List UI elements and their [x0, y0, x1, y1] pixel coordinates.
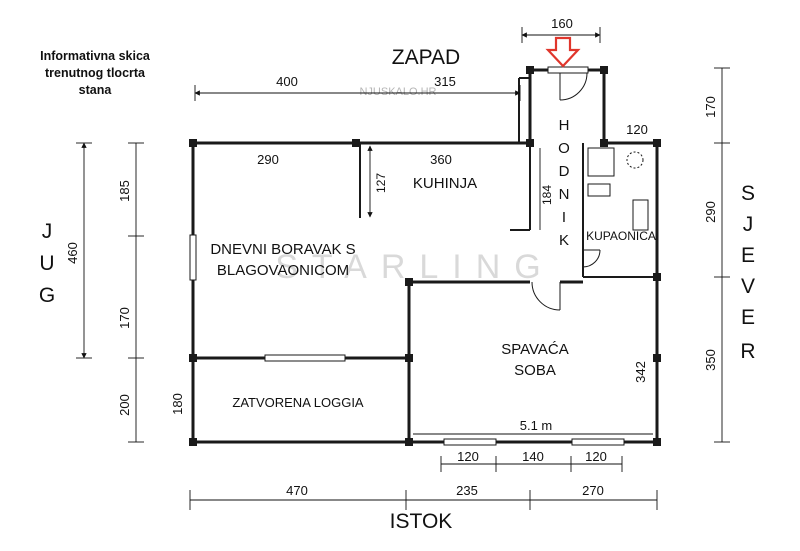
room-kitchen: KUHINJA: [413, 175, 477, 192]
room-hallway-letter: D: [559, 163, 570, 180]
room-hallway-letter: I: [562, 209, 566, 226]
dim-bath-width: 120: [626, 122, 648, 137]
dim-top-entry: 160: [551, 16, 573, 31]
compass-labels: ZAPAD ISTOK J U G S J E V E R: [39, 46, 756, 533]
bathroom-fixtures: [587, 147, 649, 231]
compass-north-letter: E: [741, 306, 755, 329]
dim-bedroom-width: 5.1 m: [520, 418, 553, 433]
wall-posts: [189, 66, 661, 446]
dim-top-right: 315: [434, 74, 456, 89]
dim-window-2: 120: [585, 449, 607, 464]
dim-left-3: 200: [117, 394, 132, 416]
dim-kitchen-top: 360: [430, 152, 452, 167]
room-bedroom-line1: SPAVAĆA: [501, 341, 569, 358]
dim-bottom-1: 470: [286, 483, 308, 498]
compass-south-letter: U: [39, 252, 54, 275]
dim-top-left: 400: [276, 74, 298, 89]
dim-bottom-2: 235: [456, 483, 478, 498]
dim-hall-depth: 184: [540, 185, 554, 205]
compass-north-letter: S: [741, 182, 755, 205]
dimension-labels: 160 400 315 290 360 127 184 120 170 290 …: [65, 16, 718, 498]
dim-kitchen-wall: 127: [374, 173, 388, 193]
room-hallway-letter: K: [559, 232, 569, 249]
compass-east: ISTOK: [390, 510, 453, 533]
doors: [531, 72, 601, 311]
room-hallway-letter: O: [558, 140, 570, 157]
room-living-line2: BLAGOVAONICOM: [217, 262, 349, 279]
compass-south-letter: J: [42, 220, 53, 243]
sketch-note-line: Informativna skica: [40, 49, 150, 63]
compass-north-letter: J: [743, 213, 754, 236]
compass-north-letter: R: [740, 340, 755, 363]
compass-north-letter: V: [741, 275, 755, 298]
entrance-arrow-icon: [545, 36, 581, 68]
room-bedroom-line2: SOBA: [514, 362, 556, 379]
dim-bottom-3: 270: [582, 483, 604, 498]
sketch-note-line: trenutnog tlocrta: [45, 66, 145, 80]
room-bathroom: KUPAONICA: [586, 229, 656, 243]
dim-left-total: 460: [65, 242, 80, 264]
dim-between-windows: 140: [522, 449, 544, 464]
sketch-note-line: stana: [78, 83, 112, 97]
dim-loggia-depth: 180: [170, 393, 185, 415]
watermark-top: NJUSKALO.HR: [359, 86, 436, 98]
dim-bedroom-depth: 342: [633, 361, 648, 383]
compass-west: ZAPAD: [392, 46, 460, 69]
dim-right-3: 350: [703, 349, 718, 371]
room-hallway-letter: N: [559, 186, 570, 203]
compass-south-letter: G: [39, 284, 55, 307]
room-hallway-letter: H: [559, 117, 570, 134]
windows: [189, 66, 625, 446]
dim-living-top: 290: [257, 152, 279, 167]
dim-left-2: 170: [117, 307, 132, 329]
compass-north-letter: E: [741, 244, 755, 267]
dim-right-1: 170: [703, 96, 718, 118]
dimension-lines: [76, 27, 730, 510]
sketch-note: Informativna skica trenutnog tlocrta sta…: [40, 48, 150, 99]
room-living-line1: DNEVNI BORAVAK S: [210, 241, 355, 258]
room-loggia: ZATVORENA LOGGIA: [232, 395, 364, 410]
dim-left-1: 185: [117, 180, 132, 202]
dim-right-2: 290: [703, 201, 718, 223]
dim-window-1: 120: [457, 449, 479, 464]
room-labels: H O D N I K KUHINJA DNEVNI BORAVAK S BLA…: [210, 117, 656, 410]
